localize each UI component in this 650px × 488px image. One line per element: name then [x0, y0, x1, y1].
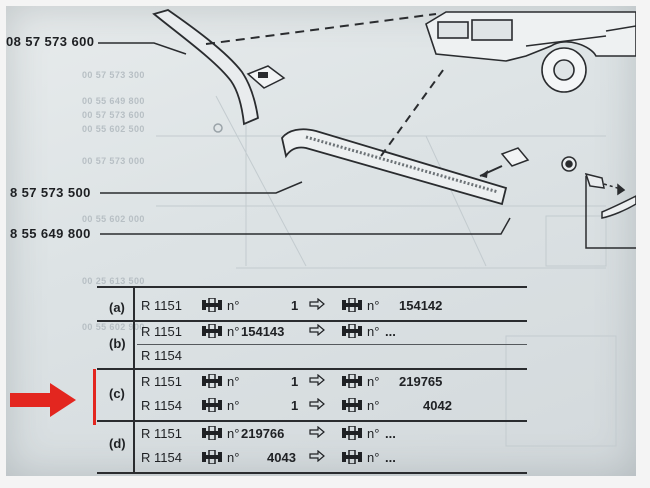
table-row: R 1151 n° 1 n° 154142: [141, 297, 443, 313]
table-row: R 1151 n° 154143 n° ...: [141, 323, 396, 339]
car-illustration: [425, 11, 636, 93]
arrow-icon: [309, 425, 325, 439]
arrow-icon: [309, 397, 325, 411]
faded-ref: 00 55 602 900: [82, 322, 145, 332]
group-letter-d: (d): [109, 436, 126, 451]
faded-ref: 00 57 573 600: [82, 110, 145, 120]
highlight-bar: [93, 369, 96, 425]
faded-ref: 00 55 602 000: [82, 214, 145, 224]
parts-drawing: [98, 9, 636, 447]
chassis-icon: [341, 398, 363, 412]
table-row: R 1154: [141, 348, 182, 363]
arrow-icon: [309, 373, 325, 387]
chassis-icon: [201, 426, 223, 440]
upper-trim-strip: [152, 9, 259, 126]
faded-ref: 00 55 602 500: [82, 124, 145, 134]
clip-1: [246, 65, 286, 89]
faded-ref: 00 25 613 500: [82, 276, 145, 286]
faded-ref: 00 55 649 800: [82, 96, 145, 106]
group-letter-a: (a): [109, 300, 125, 315]
group-letter-b: (b): [109, 336, 126, 351]
group-letter-c: (c): [109, 386, 125, 401]
catalog-page-photo: 08 57 573 600 8 57 573 500 8 55 649 800 …: [6, 6, 636, 476]
red-arrow-icon: [10, 383, 76, 417]
ref-label-2: 8 57 573 500: [10, 185, 91, 200]
chassis-icon: [341, 426, 363, 440]
table-row: R 1154 n° 4043 n° ...: [141, 449, 396, 465]
arrow-icon: [309, 449, 325, 463]
chassis-icon: [341, 450, 363, 464]
table-row: R 1151 n° 1 n° 219765: [141, 373, 443, 389]
chassis-icon: [341, 324, 363, 338]
chassis-icon: [201, 324, 223, 338]
table-row: R 1151 n° 219766 n° ...: [141, 425, 396, 441]
chassis-icon: [341, 298, 363, 312]
chassis-icon: [201, 450, 223, 464]
ref-label-3: 8 55 649 800: [10, 226, 91, 241]
chassis-icon: [201, 298, 223, 312]
grommet-bolt: [561, 156, 636, 219]
faded-ref: 00 57 573 300: [82, 70, 145, 80]
faded-ref: 00 57 573 000: [82, 156, 145, 166]
chassis-icon: [201, 374, 223, 388]
table-row: R 1154 n° 1 n° 4042: [141, 397, 452, 413]
clip-2: [479, 147, 530, 178]
ref-label-1: 08 57 573 600: [6, 34, 95, 49]
chassis-icon: [201, 398, 223, 412]
arrow-icon: [309, 323, 325, 337]
arrow-icon: [309, 297, 325, 311]
chassis-icon: [341, 374, 363, 388]
side-trim-strip: [281, 128, 508, 206]
